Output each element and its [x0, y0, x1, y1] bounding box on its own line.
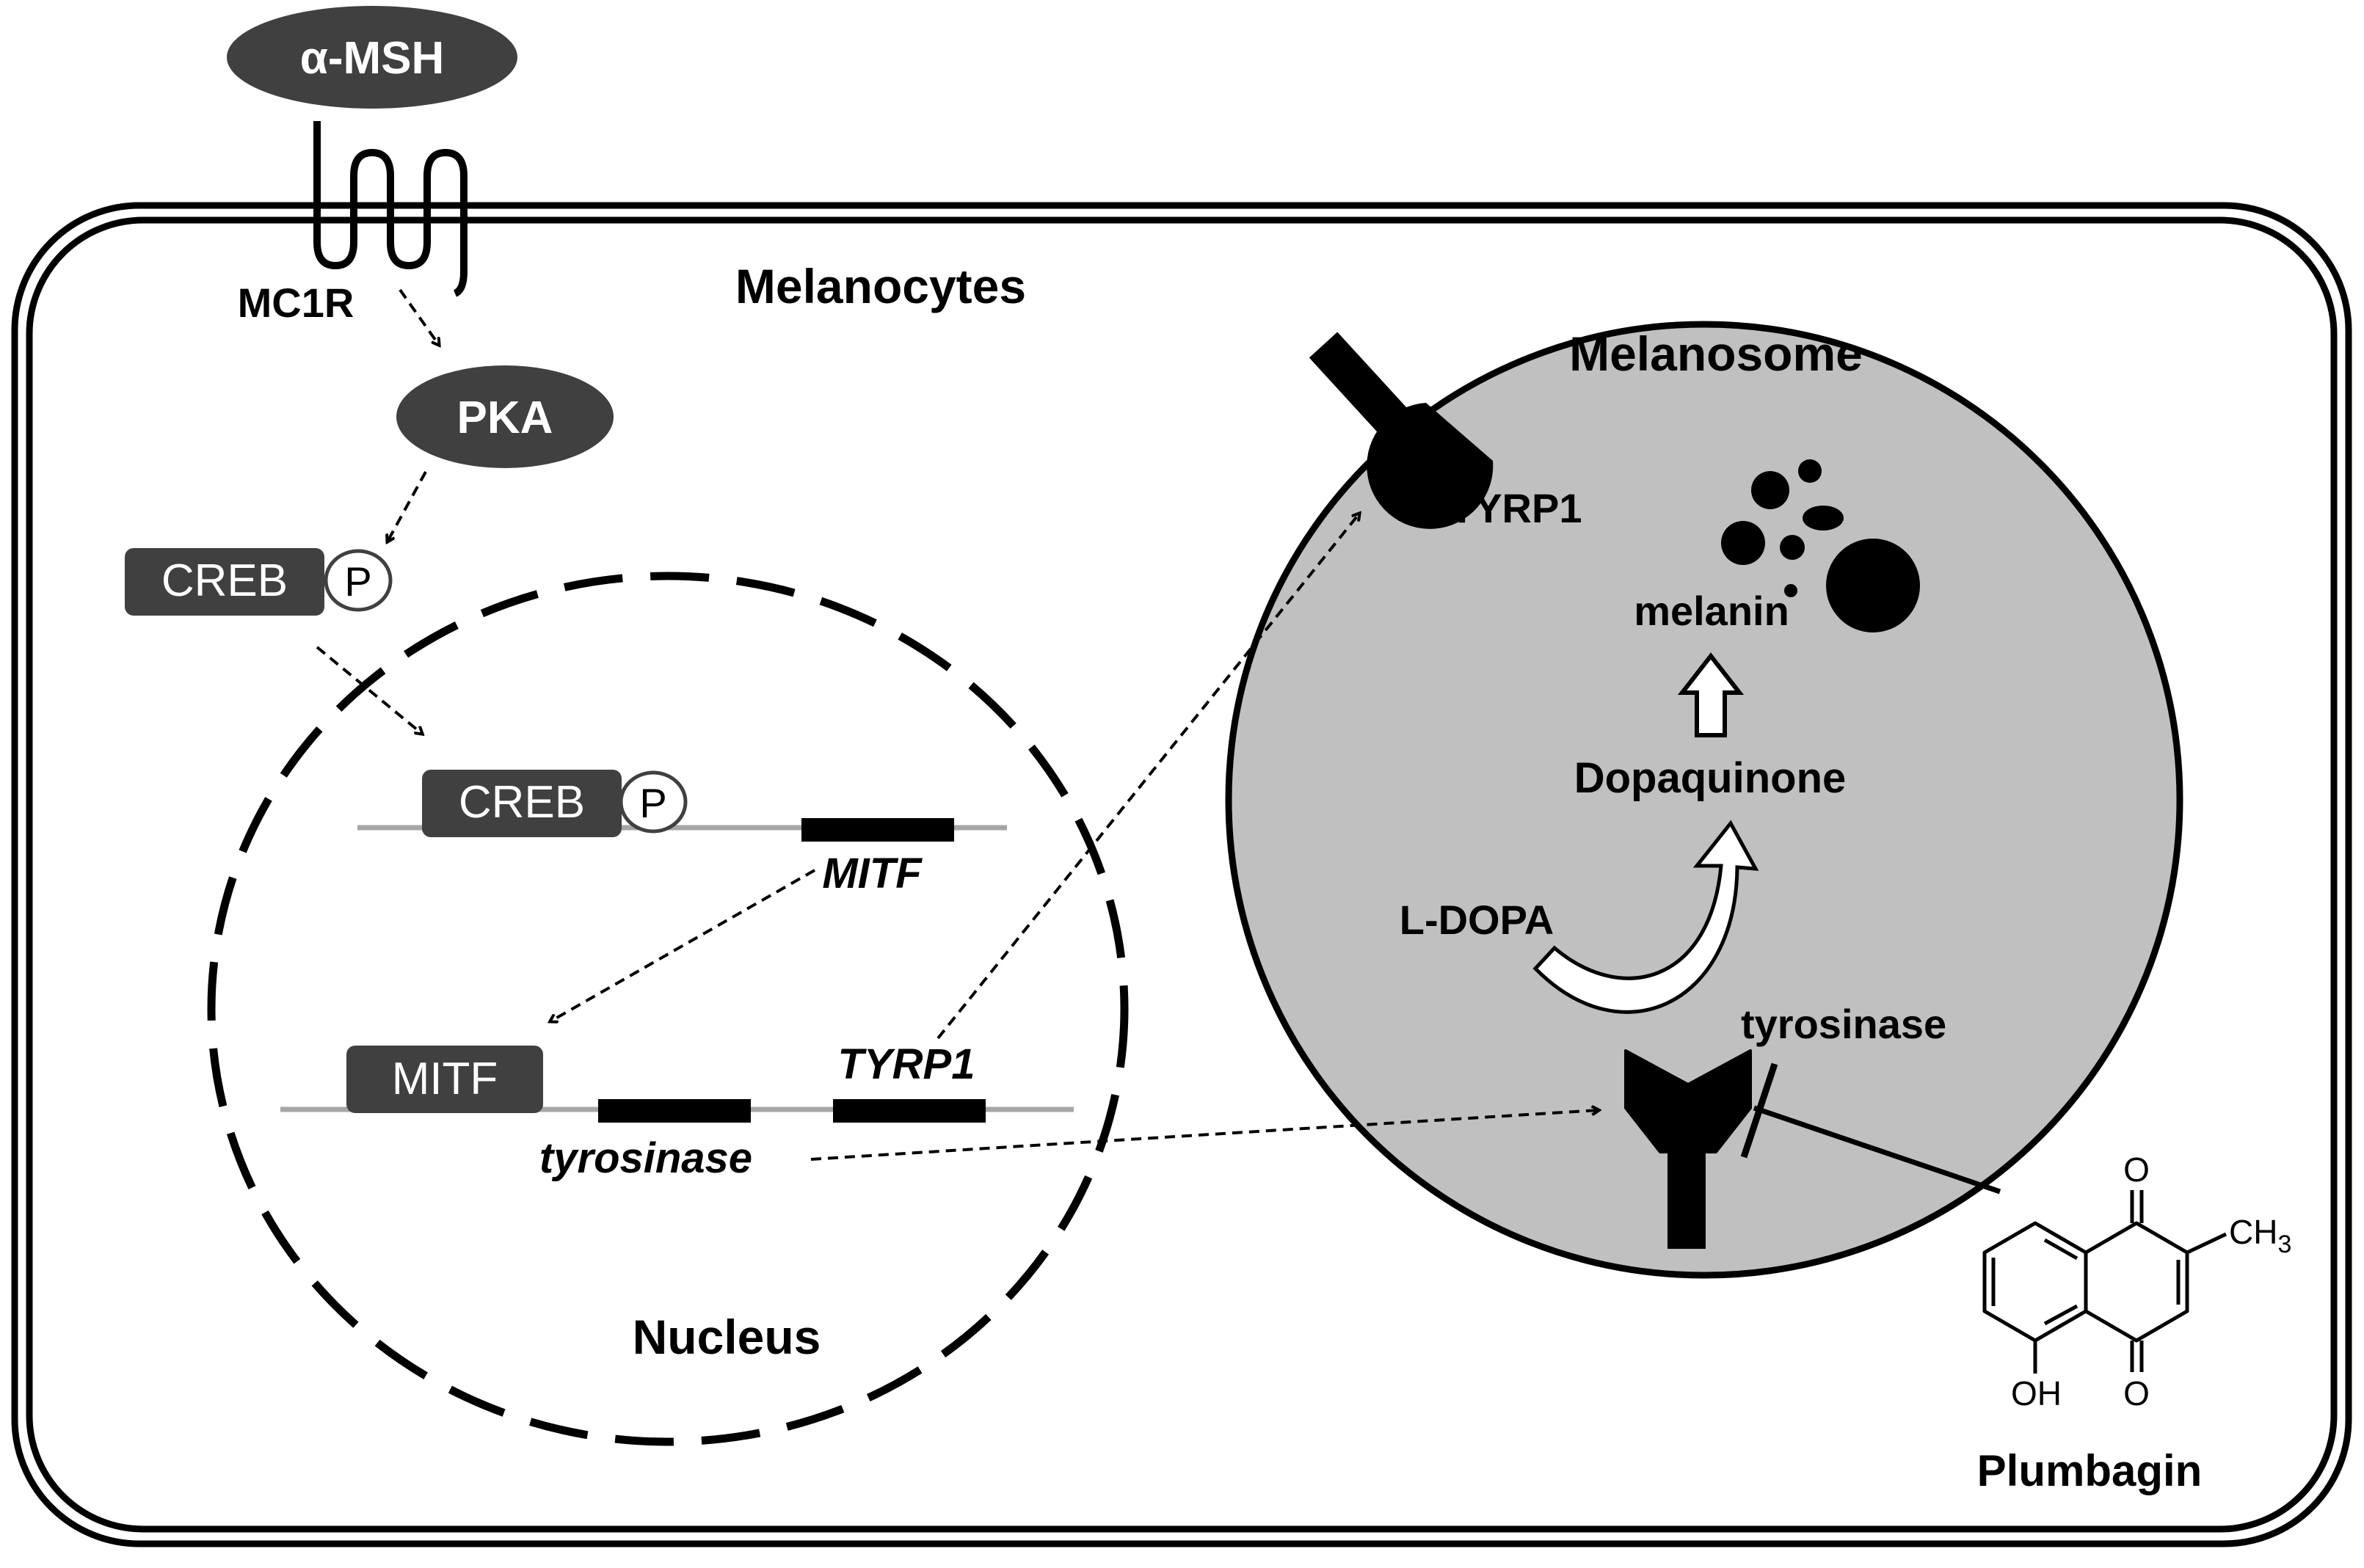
arrow-pka-to-creb [388, 471, 427, 541]
creb-cytoplasm-label: CREB [161, 555, 288, 606]
plumbagin-o-top: O [2123, 1151, 2150, 1189]
plumbagin-structure [1982, 1190, 2227, 1374]
plumbagin-ch3: CH3 [2229, 1213, 2291, 1258]
creb-cytoplasm-box [125, 548, 324, 616]
creb-nuclear-label: CREB [459, 777, 585, 828]
mc1r-label: MC1R [238, 280, 354, 326]
nucleus-envelope [207, 572, 1129, 1446]
plumbagin-label: Plumbagin [1977, 1446, 2203, 1495]
arrow-mitf-gene-to-protein [550, 869, 815, 1021]
alpha-msh-label: α-MSH [300, 33, 445, 84]
alpha-msh-ligand [227, 6, 517, 109]
mitf-gene-block [801, 818, 954, 842]
melanocytes-label: Melanocytes [735, 259, 1026, 313]
mc1r-receptor [313, 121, 468, 297]
mitf-protein-label: MITF [392, 1054, 498, 1104]
inhibition-bar [1740, 1062, 2001, 1195]
melanin-granules [1721, 459, 1920, 632]
mitf-protein-box [346, 1046, 543, 1113]
melanosome [1225, 321, 2183, 1279]
creb-nuclear-phospho [619, 770, 688, 834]
pka-node [396, 365, 614, 468]
arrow-creb-to-nucleus [316, 646, 422, 734]
arrow-dopaquinone-to-melanin [1677, 652, 1745, 737]
tyrosinase-gene-block [598, 1099, 751, 1123]
dopaquinone-label: Dopaquinone [1574, 754, 1847, 802]
tyrosinase-protein [1624, 1049, 1752, 1249]
tyrosinase-protein-label: tyrosinase [1741, 1001, 1946, 1047]
melanin-label: melanin [1634, 588, 1789, 634]
creb-nuclear-box [422, 770, 622, 837]
mitf-gene-label: MITF [822, 850, 923, 897]
tyrosinase-gene-label: tyrosinase [539, 1134, 752, 1182]
tyrp1-protein [1309, 332, 1494, 529]
tyrp1-gene-label: TYRP1 [838, 1040, 975, 1088]
nucleus-label: Nucleus [633, 1310, 821, 1364]
arrow-tyrosinase-gene-to-protein [810, 1110, 1599, 1161]
creb-nuclear-phospho-label: P [639, 780, 666, 826]
pka-label: PKA [457, 393, 553, 443]
cell-membrane-inner [26, 216, 2338, 1533]
plumbagin-oh: OH [2011, 1374, 2062, 1412]
l-dopa-label: L-DOPA [1400, 897, 1554, 943]
tyrp1-gene-block [833, 1099, 986, 1123]
tyrp1-protein-label: TYRP1 [1450, 485, 1582, 531]
creb-cytoplasm-phospho-label: P [344, 558, 371, 605]
melanosome-label: Melanosome [1569, 327, 1863, 381]
cell-membrane-outer [11, 202, 2352, 1547]
arrow-ldopa-to-dopaquinone [1532, 820, 1759, 1014]
creb-cytoplasm-phospho [324, 549, 393, 612]
arrow-mc1r-to-pka [399, 288, 439, 345]
arrow-tyrp1-gene-to-protein [936, 514, 1359, 1040]
plumbagin-o-bottom: O [2123, 1374, 2150, 1412]
